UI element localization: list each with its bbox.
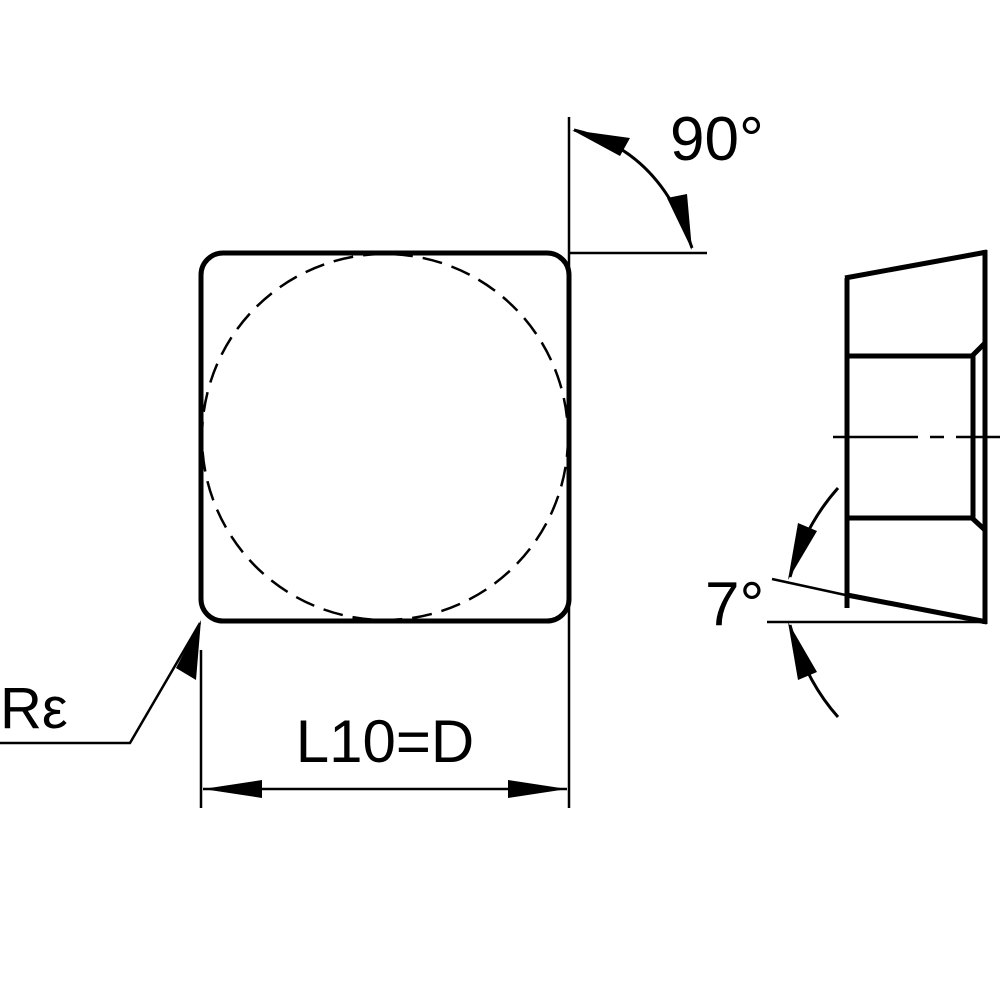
length-label: L10=D (296, 708, 474, 775)
angle-90-label: 90° (670, 105, 764, 174)
corner-radius-leader (0, 620, 202, 745)
length-dimension (199, 650, 567, 808)
inscribed-circle (200, 252, 570, 622)
angle-7-label: 7° (705, 570, 764, 639)
corner-radius-label: Rε (0, 676, 68, 741)
insert-side-view (844, 249, 988, 625)
angle-90-dimension (567, 117, 707, 808)
angle-7-dimension (767, 487, 985, 718)
